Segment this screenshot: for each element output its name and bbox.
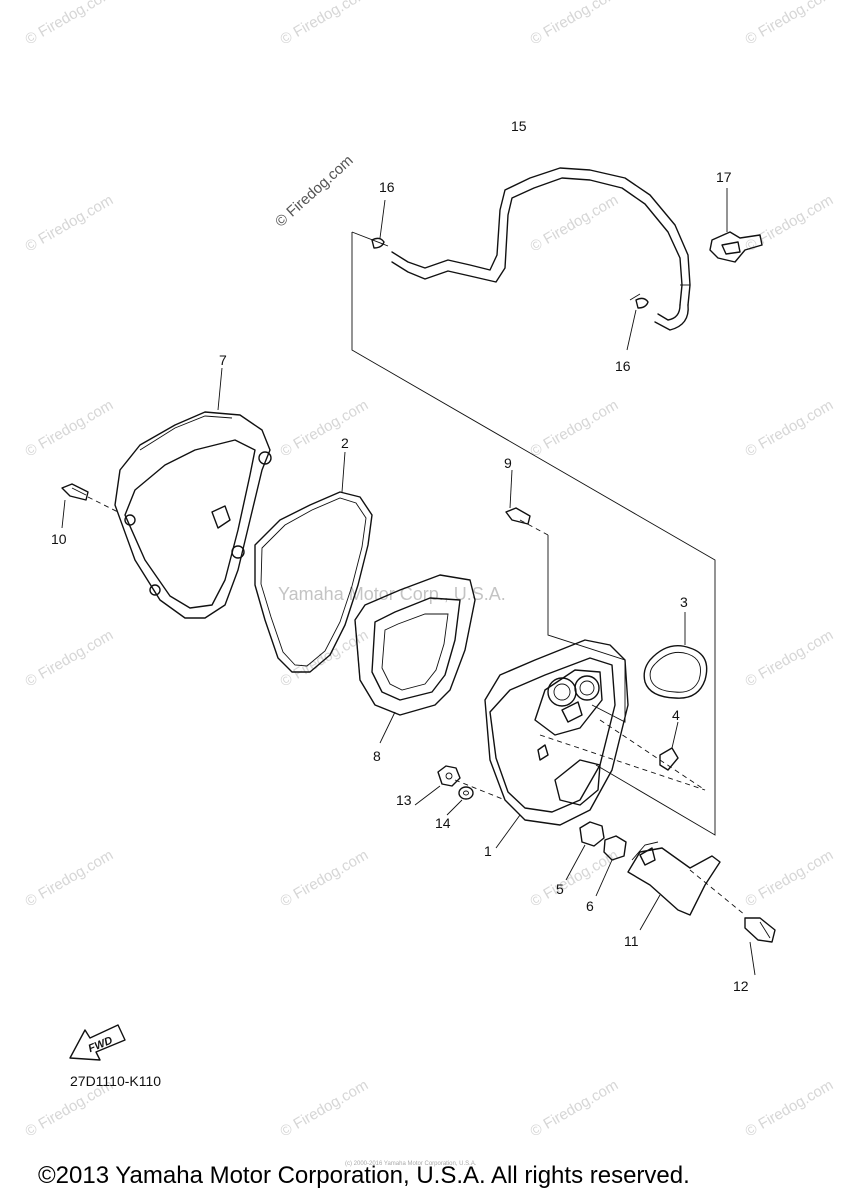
part-14-washer [446,786,474,816]
part-4-clip [659,721,679,771]
part-16-hose-clamp-lower [626,297,649,351]
part-7-air-filter-cover [114,367,272,619]
part-2-gasket [254,451,373,673]
callout-1: 1 [484,843,492,859]
part-15-breather-hose [391,167,691,331]
callout-12: 12 [733,978,749,994]
copyright-footer: ©2013 Yamaha Motor Corporation, U.S.A. A… [38,1162,690,1189]
assembly-guide-lines [87,231,746,916]
part-5-grommet [565,821,605,881]
callout-13: 13 [396,792,412,808]
part-17-hose-holder [709,188,763,263]
callout-10: 10 [51,531,67,547]
callout-17: 17 [716,169,732,185]
part-1-air-filter-case [484,639,629,849]
part-16-hose-clamp [371,199,386,249]
callout-8: 8 [373,748,381,764]
part-11-bracket [627,841,721,931]
part-8-filter-element [354,574,476,744]
callout-labels: 15 16 17 16 7 2 9 10 3 4 8 13 14 1 5 6 1… [51,118,749,994]
callout-3: 3 [680,594,688,610]
part-6-collar [595,835,627,897]
callout-11: 11 [624,933,639,949]
callout-16-bottom: 16 [615,358,631,374]
callout-2: 2 [341,435,349,451]
callout-15: 15 [511,118,527,134]
part-13-nut [414,765,461,806]
callout-16-top: 16 [379,179,395,195]
fwd-arrow: FWD [69,1024,126,1061]
callout-14: 14 [435,815,451,831]
part-9-screw [505,469,531,525]
tiny-copyright-note: (c) 2000-2016 Yamaha Motor Corporation, … [345,1161,477,1167]
diagram-code: 27D1110-K110 [70,1073,162,1089]
callout-9: 9 [504,455,512,471]
part-3-o-ring [643,612,708,699]
callout-6: 6 [586,898,594,914]
part-10-bolt [61,483,89,529]
callout-7: 7 [219,352,227,368]
callout-5: 5 [556,881,564,897]
callout-4: 4 [672,707,680,723]
part-12-bolt [744,917,776,976]
